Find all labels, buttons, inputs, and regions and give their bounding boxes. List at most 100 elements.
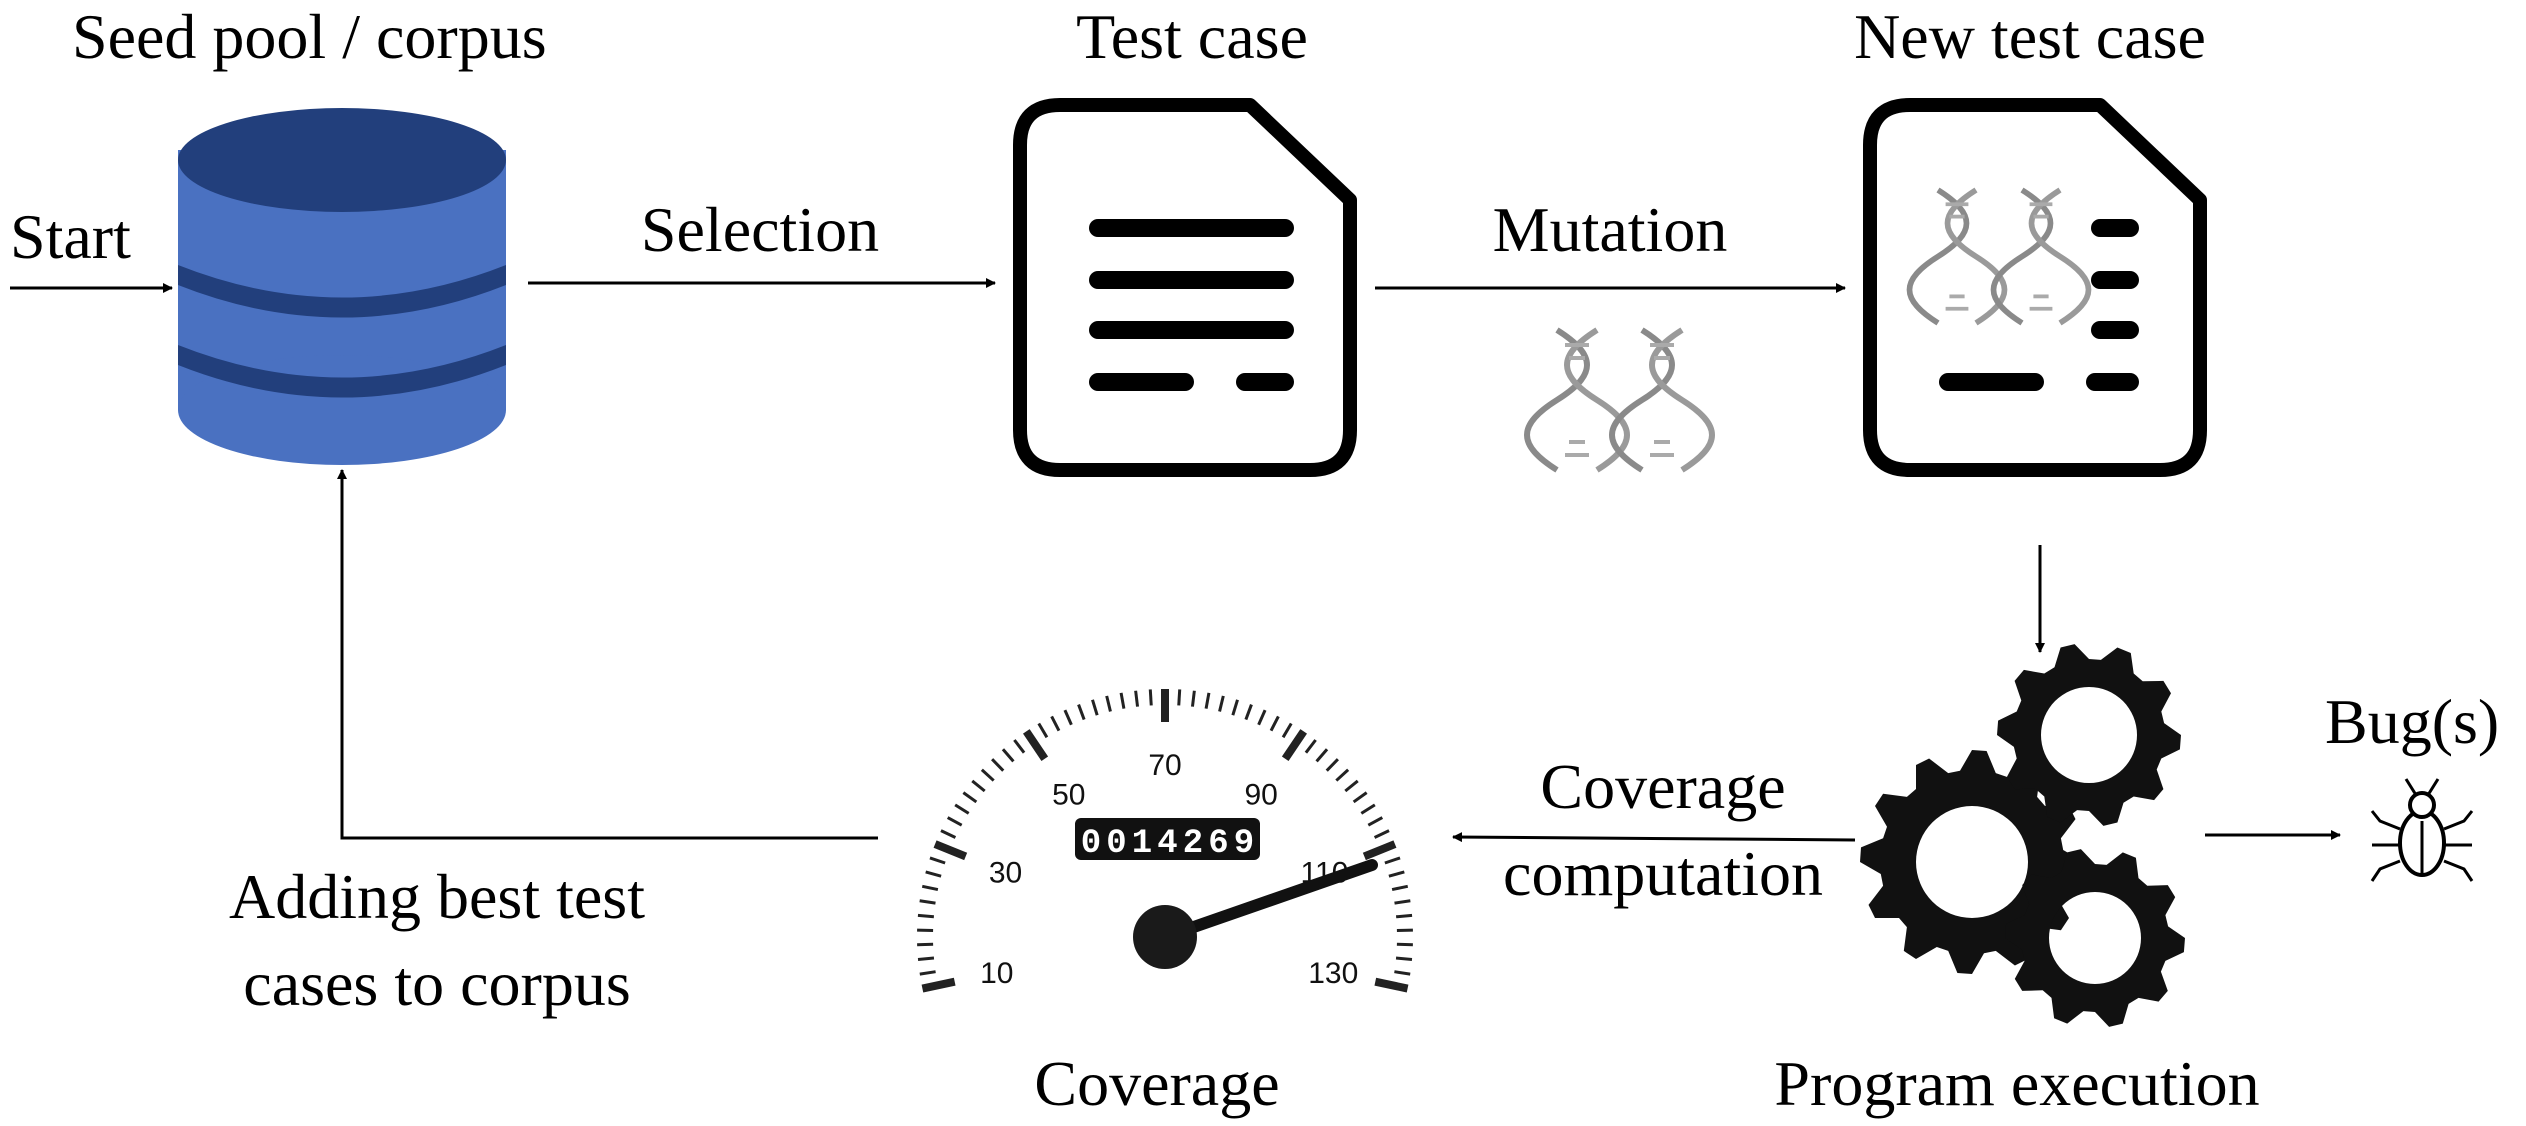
needle-hub [1133, 905, 1197, 969]
adding-label-line1: Adding best test [229, 861, 645, 932]
speedometer-minor-tick [1281, 722, 1293, 739]
speedometer-tick-label: 70 [1148, 749, 1181, 782]
bug-icon [2370, 778, 2474, 882]
bugs-label: Bug(s) [2325, 686, 2500, 757]
speedometer-tick-label: 130 [1308, 957, 1358, 990]
speedometer-minor-tick [946, 816, 963, 827]
speedometer-minor-tick [1315, 748, 1329, 763]
speedometer-minor-tick [1001, 748, 1015, 763]
speedometer-minor-tick [980, 768, 995, 782]
speedometer-minor-tick [1244, 704, 1253, 721]
odometer-digit: 1 [1132, 825, 1152, 863]
speedometer-minor-tick [991, 758, 1005, 772]
speedometer-minor-tick [1304, 739, 1317, 754]
speedometer-minor-tick [1367, 816, 1384, 827]
speedometer-minor-tick [1360, 803, 1376, 815]
speedometer-minor-tick [919, 970, 936, 976]
gear-icon [2005, 849, 2185, 1027]
dna-icon [1527, 330, 1627, 470]
speedometer-major-tick [1374, 977, 1409, 993]
speedometer-major-tick [1281, 729, 1307, 761]
speedometer-minor-tick [917, 913, 935, 919]
speedometer-tick-label: 90 [1244, 778, 1277, 811]
new-test-case-label: New test case [1854, 1, 2206, 72]
corpus-feedback-arrow [337, 469, 878, 840]
adding-label-line2: cases to corpus [243, 948, 631, 1019]
speedometer-minor-tick [1384, 856, 1401, 865]
odometer [1075, 818, 1260, 860]
speedometer-minor-tick [925, 870, 942, 878]
speedometer-major-tick [1023, 729, 1049, 761]
odometer-digit: 6 [1208, 825, 1228, 863]
odometer-digit: 9 [1234, 825, 1254, 863]
speedometer-minor-tick [1177, 689, 1182, 706]
speedometer-minor-tick [1373, 829, 1390, 839]
speedometer-minor-tick [1394, 899, 1411, 905]
speedometer-minor-tick [1105, 695, 1112, 712]
speedometer-minor-tick [1325, 758, 1339, 772]
speedometer-minor-tick [1091, 699, 1099, 716]
speedometer-minor-tick [1395, 956, 1413, 961]
speedometer-minor-tick [1063, 709, 1073, 726]
speedometer-minor-tick [954, 803, 970, 815]
dna-icon [1612, 330, 1712, 470]
speedometer-minor-tick [1388, 870, 1405, 878]
speedometer-minor-tick [1396, 942, 1413, 947]
database-icon [178, 108, 506, 465]
document-icon [1013, 98, 1357, 477]
speedometer-minor-tick [1148, 689, 1153, 706]
speedometer-minor-tick [1395, 913, 1413, 919]
speedometer-tick-label: 30 [989, 857, 1022, 890]
odometer-digit: 2 [1183, 825, 1203, 863]
speedometer-minor-tick [929, 856, 946, 865]
speedometer-minor-tick [1204, 692, 1211, 709]
coverage-arrow [1452, 832, 1856, 843]
speedometer-tick-label: 10 [980, 957, 1013, 990]
gear-icon [1860, 644, 2185, 1027]
speedometer-major-tick [933, 840, 968, 861]
selection-label: Selection [640, 194, 880, 265]
speedometer-minor-tick [1218, 695, 1225, 712]
speedometer-minor-tick [1050, 715, 1061, 732]
odometer-digit: 4 [1157, 825, 1177, 863]
gear-icon [1997, 644, 2181, 826]
speedometer-minor-tick [1257, 709, 1267, 726]
speedometer-minor-tick [1269, 715, 1280, 732]
speedometer-minor-tick [1344, 779, 1359, 793]
speedometer-minor-tick [917, 942, 934, 947]
odometer-digit: 0 [1081, 825, 1101, 863]
speedometer-minor-tick [921, 884, 939, 892]
speedometer-minor-tick [1352, 791, 1368, 804]
speedometer-minor-tick [1335, 768, 1350, 782]
speedometer-major-tick [921, 977, 956, 993]
program-execution-label: Program execution [1774, 1048, 2260, 1119]
speedometer-minor-tick [1190, 690, 1196, 707]
speedometer-minor-tick [940, 829, 957, 839]
speedometer-minor-tick [917, 956, 935, 961]
speedometer-minor-tick [1037, 722, 1049, 739]
speedometer-minor-tick [1077, 704, 1086, 721]
speedometer-minor-tick [1394, 970, 1411, 976]
speedometer-minor-tick [962, 791, 978, 804]
seed-pool-label: Seed pool / corpus [72, 1, 547, 72]
speedometer-minor-tick [1119, 692, 1126, 709]
speedometer-tick-label: 50 [1052, 778, 1085, 811]
needle [1159, 859, 1378, 943]
speedometer-minor-tick [1134, 690, 1140, 707]
odometer-digit: 0 [1106, 825, 1126, 863]
coverage-computation-label-line2: computation [1503, 838, 1823, 909]
speedometer-minor-tick [1231, 699, 1239, 716]
speedometer-minor-tick [919, 899, 936, 905]
start-label: Start [10, 201, 131, 272]
coverage-computation-label-line1: Coverage [1540, 751, 1786, 822]
mutation-label: Mutation [1492, 194, 1728, 265]
speedometer-major-tick [1362, 840, 1397, 861]
new-document-icon [1863, 98, 2207, 477]
speedometer-minor-tick [1391, 884, 1409, 892]
speedometer-minor-tick [1013, 739, 1026, 754]
speedometer-minor-tick [971, 779, 986, 793]
test-case-label: Test case [1076, 1, 1308, 72]
coverage-label: Coverage [1034, 1048, 1280, 1119]
